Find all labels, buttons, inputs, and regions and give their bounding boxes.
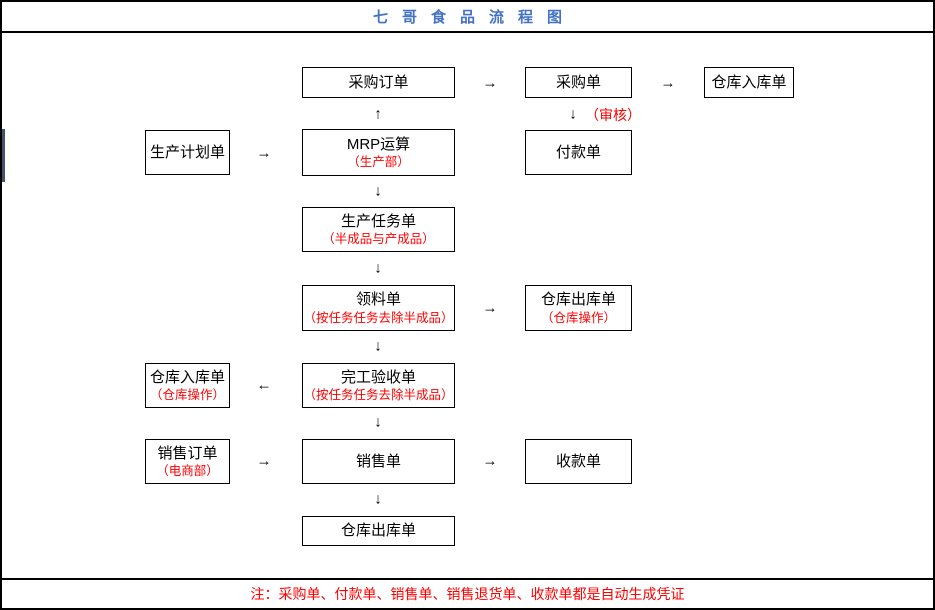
title-bar: 七哥食品流程图 (2, 2, 933, 33)
box-label: 仓库出库单 (540, 291, 616, 309)
arrow-right-icon: → (482, 74, 498, 92)
arrow-down-icon: ↓ (374, 182, 382, 200)
box-warehouse-outbound-2: 仓库出库单 (302, 516, 455, 546)
box-payment-bill: 付款单 (525, 130, 632, 175)
footer-note: 注：采购单、付款单、销售单、销售退货单、收款单都是自动生成凭证 (250, 586, 685, 602)
box-warehouse-outbound-1: 仓库出库单 （仓库操作） (525, 285, 632, 331)
arrow-down-icon: ↓ (374, 413, 382, 431)
left-edge-mark (2, 129, 5, 182)
box-warehouse-inbound-1: 仓库入库单 (704, 67, 794, 98)
box-sales-order: 销售订单 （电商部） (145, 439, 230, 484)
footer-bar: 注：采购单、付款单、销售单、销售退货单、收款单都是自动生成凭证 (2, 578, 933, 608)
box-receipt-bill: 收款单 (525, 439, 632, 484)
box-mrp-calc: MRP运算 （生产部） (302, 129, 455, 176)
box-production-task: 生产任务单 （半成品与产成品） (302, 207, 455, 252)
box-label: 仓库入库单 (711, 73, 787, 91)
arrow-left-icon: ← (256, 376, 272, 394)
box-sub-label: （电商部） (156, 464, 219, 479)
box-purchase-bill: 采购单 (525, 67, 632, 98)
arrow-right-icon: → (482, 299, 498, 317)
box-sub-label: （半成品与产成品） (322, 232, 435, 247)
box-sub-label: （按任务任务去除半成品） (303, 388, 454, 403)
box-label: 生产计划单 (149, 143, 225, 161)
arrow-down-icon: ↓ (569, 105, 577, 123)
box-sub-label: （生产部） (347, 155, 410, 170)
arrow-down-icon: ↓ (374, 337, 382, 355)
box-sales-bill: 销售单 (302, 439, 455, 484)
box-label: 采购单 (555, 73, 601, 91)
arrow-down-icon: ↓ (374, 259, 382, 277)
arrow-right-icon: → (256, 144, 272, 162)
box-label: 领料单 (355, 291, 401, 309)
box-label: 采购订单 (348, 73, 409, 91)
box-purchase-order: 采购订单 (302, 67, 455, 98)
arrow-right-icon: → (660, 74, 676, 92)
box-warehouse-inbound-2: 仓库入库单 （仓库操作） (145, 363, 230, 408)
arrow-right-icon: → (482, 452, 498, 470)
box-sub-label: （按任务任务去除半成品） (303, 310, 454, 325)
box-label: 仓库入库单 (149, 368, 225, 386)
box-label: 生产任务单 (340, 212, 416, 230)
arrow-down-icon: ↓ (374, 490, 382, 508)
box-label: 销售单 (355, 452, 401, 470)
box-label: 付款单 (555, 143, 601, 161)
box-label: 收款单 (555, 452, 601, 470)
arrow-up-icon: ↑ (374, 105, 382, 123)
audit-label: （审核） (585, 107, 641, 123)
box-completion-acceptance: 完工验收单 （按任务任务去除半成品） (302, 363, 455, 408)
box-sub-label: （仓库操作） (540, 310, 616, 325)
page-title: 七哥食品流程图 (372, 9, 576, 26)
box-label: 仓库出库单 (340, 522, 416, 540)
box-material-requisition: 领料单 （按任务任务去除半成品） (302, 285, 455, 331)
arrow-right-icon: → (256, 452, 272, 470)
box-production-plan: 生产计划单 (145, 130, 230, 175)
box-label: 完工验收单 (340, 368, 416, 386)
box-label: MRP运算 (346, 135, 411, 153)
box-label: 销售订单 (157, 444, 218, 462)
box-sub-label: （仓库操作） (149, 388, 225, 403)
